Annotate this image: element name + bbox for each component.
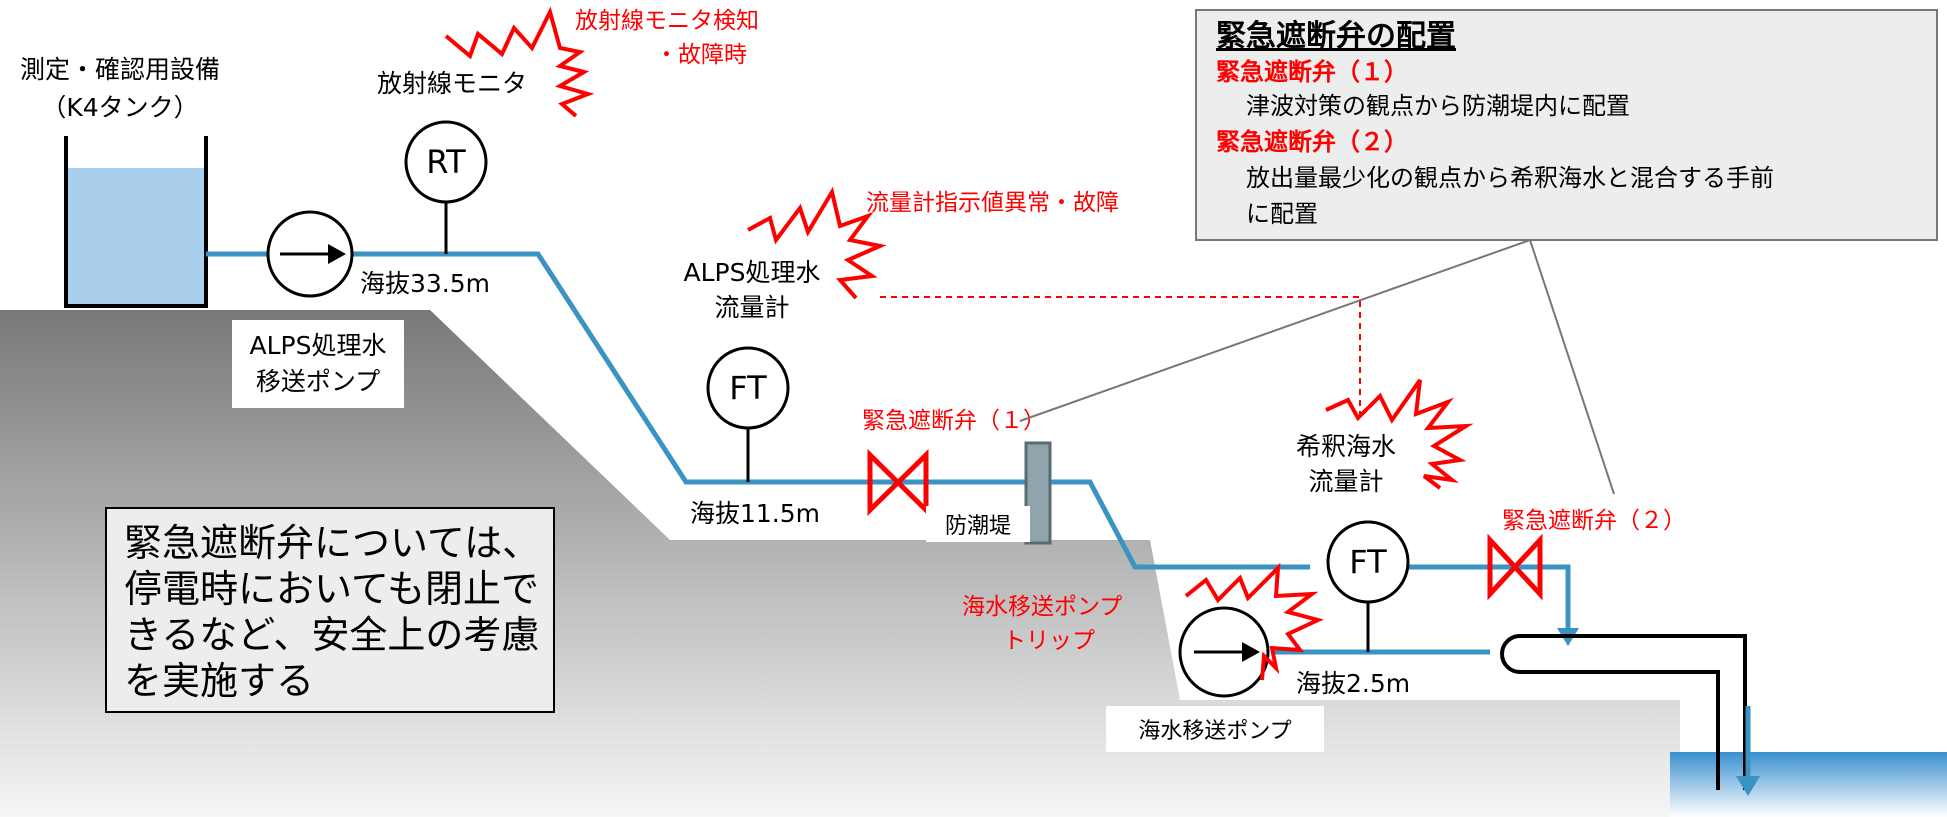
discharge-arrow-head bbox=[1736, 776, 1760, 796]
alps-flowmeter-label-line1: ALPS処理水 bbox=[684, 258, 821, 287]
alps-treated-water-pipe bbox=[206, 251, 1310, 570]
emergency-valve-2 bbox=[1487, 533, 1543, 601]
alps-pipe-outlet bbox=[1530, 564, 1571, 632]
flow-ratio-dashed-link bbox=[880, 296, 1361, 420]
emergency-valve-1 bbox=[867, 449, 929, 516]
note-line1: 緊急遮断弁については、 bbox=[124, 521, 540, 565]
legend-item2-text-line1: 放出量最少化の観点から希釈海水と混合する手前 bbox=[1246, 164, 1774, 192]
legend-title: 緊急遮断弁の配置 bbox=[1216, 19, 1456, 54]
dilution-label-line1: 希釈海水 bbox=[1296, 432, 1396, 461]
tank-wall bbox=[64, 136, 208, 308]
seawater-pump-label-box bbox=[1106, 706, 1324, 752]
dilution-flowmeter-ft bbox=[1326, 520, 1410, 652]
alps-pump-label-line1: ALPS処理水 bbox=[250, 331, 387, 360]
rt-alarm-line1: 放射線モニタ検知 bbox=[575, 8, 759, 34]
rt-label: 放射線モニタ bbox=[377, 69, 527, 98]
tank-label-line1: 測定・確認用設備 bbox=[20, 55, 220, 84]
note-line3: きるなど、安全上の考慮 bbox=[124, 613, 539, 657]
seawall-block bbox=[1024, 441, 1052, 545]
alps-transfer-pump bbox=[266, 210, 354, 298]
tank-label-line2: （K4タンク） bbox=[41, 93, 198, 122]
seawater-pump-alarm-burst bbox=[1184, 562, 1324, 681]
discharge-pipe bbox=[1500, 634, 1747, 790]
legend-item1-heading: 緊急遮断弁（１） bbox=[1216, 58, 1408, 86]
seawater-transfer-pump bbox=[1178, 606, 1270, 698]
k4-tank bbox=[64, 136, 208, 308]
valve1-label: 緊急遮断弁（１） bbox=[862, 408, 1046, 434]
flowmeter-alarm-burst bbox=[747, 186, 887, 300]
seawater-pump-alarm-line1: 海水移送ポンプ bbox=[962, 594, 1122, 620]
dilution-label-line2: 流量計 bbox=[1308, 467, 1383, 496]
safety-note-box bbox=[105, 507, 555, 713]
legend-item2-heading: 緊急遮断弁（２） bbox=[1216, 128, 1408, 156]
alps-pump-label-line2: 移送ポンプ bbox=[256, 367, 380, 396]
elevation-11-5: 海抜11.5m bbox=[690, 499, 820, 528]
seawall-label-box bbox=[926, 506, 1030, 542]
elevation-2-5: 海抜2.5m bbox=[1296, 669, 1410, 698]
valve2-label: 緊急遮断弁（２） bbox=[1502, 508, 1686, 534]
valve-placement-legend bbox=[1195, 9, 1938, 241]
rt-alarm-line2: ・故障時 bbox=[655, 42, 747, 68]
seawater-pump-alarm-line2: トリップ bbox=[1003, 628, 1095, 654]
tank-water bbox=[66, 168, 206, 306]
alps-flowmeter-ft bbox=[706, 346, 790, 482]
radiation-monitor bbox=[404, 120, 488, 254]
note-line4: を実施する bbox=[124, 659, 314, 703]
seawall-label: 防潮堤 bbox=[945, 514, 1011, 539]
elevation-33-5: 海抜33.5m bbox=[360, 269, 490, 298]
flowmeter-alarm: 流量計指示値異常・故障 bbox=[866, 190, 1119, 216]
legend-item2-text-line2: に配置 bbox=[1246, 200, 1318, 228]
sea bbox=[1670, 752, 1947, 817]
alps-pump-label-box bbox=[232, 320, 404, 408]
dilution-alarm-burst bbox=[1325, 378, 1474, 490]
dilution-ft-tag: FT bbox=[1349, 543, 1387, 581]
rt-alarm-burst bbox=[444, 6, 595, 118]
legend-item1-text: 津波対策の観点から防潮堤内に配置 bbox=[1246, 92, 1630, 120]
note-line2: 停電時においても閉止で bbox=[124, 567, 539, 611]
alps-flowmeter-label-line2: 流量計 bbox=[714, 293, 789, 322]
rt-tag: RT bbox=[426, 143, 466, 181]
alps-ft-tag: FT bbox=[729, 369, 767, 407]
seawater-pump-label: 海水移送ポンプ bbox=[1138, 719, 1291, 744]
